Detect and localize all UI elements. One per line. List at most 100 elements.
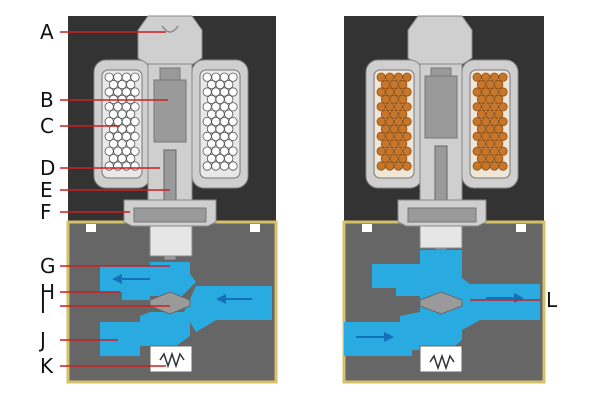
coil-wire <box>130 102 140 112</box>
right-plunger <box>424 75 458 139</box>
coil-wire <box>472 102 482 112</box>
coil-wire <box>398 139 408 149</box>
coil-wire <box>402 87 412 97</box>
labels: A B C D E F G H I J K L <box>38 20 558 378</box>
coil-wire <box>121 117 132 127</box>
valve-left <box>66 15 278 384</box>
coil-wire <box>393 87 403 97</box>
left-body-tab-right <box>250 224 260 232</box>
valve-right <box>342 15 546 384</box>
coil-wire <box>472 117 482 127</box>
right-body-tab-right <box>516 224 526 232</box>
coil-wire <box>113 102 123 112</box>
coil-wire <box>228 131 238 141</box>
coil-wire <box>476 139 487 149</box>
coil-wire <box>498 117 508 127</box>
coil-wire <box>206 139 217 149</box>
coil-wire <box>215 124 225 134</box>
coil-wire <box>113 72 123 82</box>
coil-wire <box>385 146 395 156</box>
right-flange-inner <box>407 207 477 223</box>
coil-wire <box>224 154 234 164</box>
coil-wire <box>485 80 495 90</box>
coil-wire <box>402 117 412 127</box>
coil-wire <box>389 124 399 134</box>
coil-wire <box>385 87 395 97</box>
coil-wire <box>489 117 499 127</box>
coil-wire <box>472 87 482 97</box>
coil-wire <box>108 154 119 164</box>
coil-wire <box>113 117 123 127</box>
coil-wire <box>228 146 238 156</box>
coil-wire <box>117 154 127 164</box>
left-flow-arrow-in <box>216 294 252 304</box>
coil-wire <box>481 131 491 141</box>
coil-wire <box>224 80 234 90</box>
coil-wire <box>130 146 140 156</box>
left-lower-passage <box>100 312 190 356</box>
label-i: I <box>40 294 46 318</box>
coil-wire <box>481 87 491 97</box>
coil-wire <box>206 124 217 134</box>
left-inlet-passage <box>184 286 272 332</box>
coil-wire <box>202 102 212 112</box>
coil-wire <box>121 161 132 171</box>
coil-wire <box>498 146 508 156</box>
coil-wire <box>380 80 391 90</box>
coil-wire <box>126 124 136 134</box>
coil-wire <box>485 109 495 119</box>
coil-wire <box>476 109 487 119</box>
label-b: B <box>40 88 54 112</box>
left-coil-wires-a <box>104 72 140 171</box>
coil-wire <box>376 131 386 141</box>
coil-wire <box>224 124 234 134</box>
coil-wire <box>489 131 499 141</box>
left-spring <box>159 351 185 369</box>
coil-wire <box>380 139 391 149</box>
coil-wire <box>219 117 229 127</box>
right-valve-seat <box>419 291 463 315</box>
coil-wire <box>121 146 132 156</box>
coil-wire <box>393 161 403 171</box>
coil-wire <box>376 117 386 127</box>
coil-wire <box>104 131 114 141</box>
right-coil-wires-b <box>472 72 508 171</box>
coil-wire <box>126 139 136 149</box>
coil-wire <box>489 146 499 156</box>
coil-wire <box>385 72 395 82</box>
coil-wire <box>202 131 212 141</box>
coil-wire <box>481 117 491 127</box>
coil-wire <box>104 87 114 97</box>
coil-wire <box>380 109 391 119</box>
coil-wire <box>202 72 212 82</box>
coil-wire <box>224 139 234 149</box>
coil-wire <box>476 94 487 105</box>
coil-wire <box>380 124 391 134</box>
coil-wire <box>498 161 508 171</box>
coil-wire <box>472 146 482 156</box>
coil-wire <box>108 80 119 90</box>
left-coil-wires-b <box>202 72 238 171</box>
coil-wire <box>104 117 114 127</box>
coil-wire <box>494 154 504 164</box>
coil-wire <box>489 102 499 112</box>
coil-wire <box>219 161 229 171</box>
coil-wire <box>126 154 136 164</box>
coil-wire <box>494 109 504 119</box>
coil-wire <box>376 146 386 156</box>
coil-wire <box>215 139 225 149</box>
coil-wire <box>476 124 487 134</box>
coil-wire <box>481 161 491 171</box>
coil-wire <box>202 87 212 97</box>
coil-wire <box>494 124 504 134</box>
coil-wire <box>206 94 217 105</box>
coil-wire <box>228 161 238 171</box>
coil-wire <box>121 87 132 97</box>
label-j: J <box>38 328 46 352</box>
coil-wire <box>228 102 238 112</box>
coil-wire <box>402 102 412 112</box>
coil-wire <box>402 131 412 141</box>
coil-wire <box>498 72 508 82</box>
coil-wire <box>481 146 491 156</box>
